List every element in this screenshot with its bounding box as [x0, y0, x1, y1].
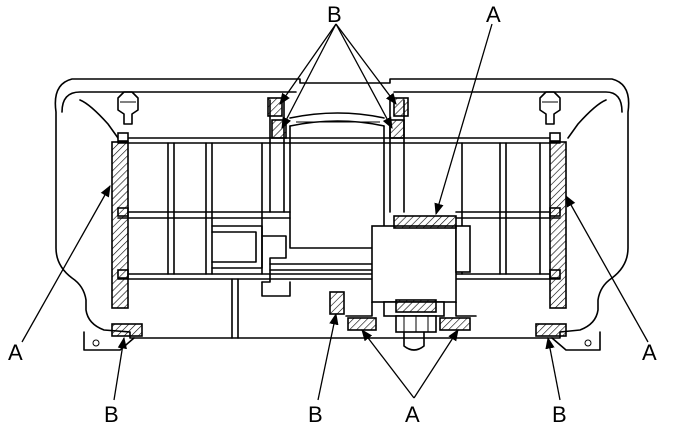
seal-b-bottom-left — [111, 323, 143, 337]
leader-right-a — [565, 194, 649, 343]
blower-motor — [345, 225, 477, 351]
label-bottom-center-a: A — [405, 402, 420, 427]
leader-top-b-2 — [281, 23, 337, 130]
seal-a-motor-top — [393, 215, 457, 229]
leader-left-a — [21, 184, 111, 343]
seal-b-center — [329, 291, 345, 315]
seal-a-right-side — [549, 141, 567, 309]
leader-top-b-3 — [335, 23, 397, 105]
seal-b-top-left-upper — [267, 97, 283, 117]
leader-bottom-left-b — [113, 336, 127, 401]
label-right-a: A — [642, 340, 657, 365]
leader-bottom-right-b — [545, 336, 561, 401]
leader-bottom-a-1 — [361, 329, 415, 399]
leader-top-right-a — [434, 23, 493, 216]
inner-cage-frame — [117, 132, 561, 280]
top-clip-right — [539, 91, 561, 125]
label-top-right-a: A — [486, 2, 501, 27]
seal-b-top-right-upper — [393, 97, 409, 117]
top-clip-left — [117, 91, 139, 125]
seal-b-bottom-right — [535, 323, 567, 337]
seal-a-bottom-right — [439, 317, 471, 331]
housing-outer-shell — [54, 78, 630, 339]
seal-b-top-right-lower — [389, 119, 405, 139]
label-bottom-left-b: B — [104, 402, 119, 427]
leader-bottom-a-2 — [413, 329, 459, 399]
seal-a-left-side — [111, 141, 129, 309]
label-top-b: B — [327, 2, 342, 27]
housing-mount-tabs — [83, 331, 601, 351]
leader-bottom-center-b — [317, 312, 339, 401]
leader-top-b-1 — [279, 23, 337, 105]
blower-scroll — [211, 99, 405, 339]
seal-a-bottom-left — [347, 317, 377, 331]
label-bottom-center-b: B — [308, 402, 323, 427]
label-bottom-right-b: B — [552, 402, 567, 427]
seal-a-motor-bottom — [395, 299, 437, 313]
label-left-a: A — [8, 340, 23, 365]
seal-b-top-left-lower — [271, 119, 287, 139]
callout-labels: B A A A B B A B — [8, 2, 657, 427]
leader-top-b-4 — [335, 23, 393, 130]
leader-lines — [21, 23, 649, 401]
